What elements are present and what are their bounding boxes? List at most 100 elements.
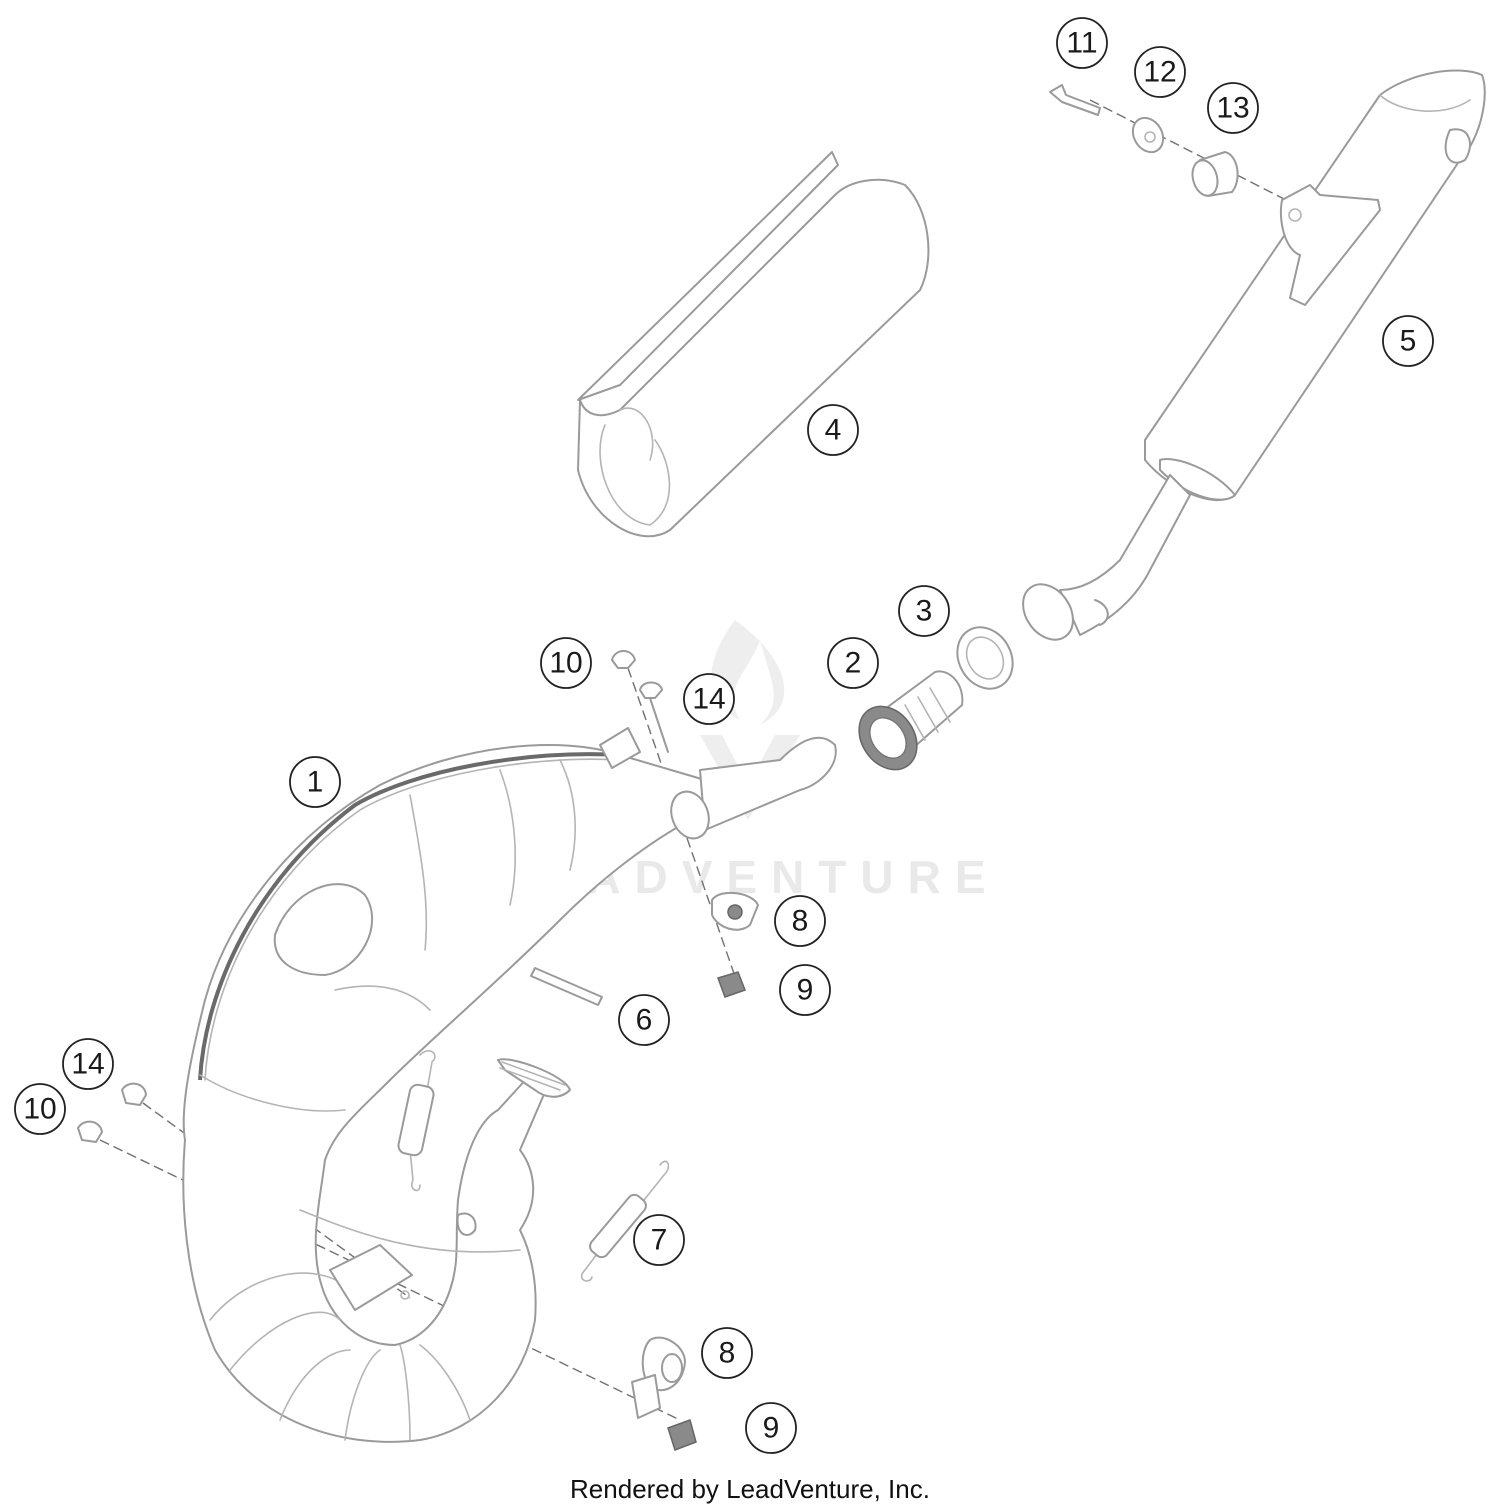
callout-label: 8 (719, 1337, 736, 1370)
silencer-mounting-bracket (1279, 184, 1381, 306)
chamber-section-lines (409, 759, 576, 951)
chamber-outlet-pipe (699, 736, 837, 831)
heat-shield-opening (599, 424, 671, 526)
callout-label: 9 (763, 1412, 780, 1445)
callout-label: 2 (845, 647, 862, 680)
rubber-strip (530, 967, 603, 1006)
callout-circle (1207, 82, 1259, 134)
rubber-mount-8-lower-plate (631, 1374, 661, 1419)
callout-1: 1 (289, 756, 341, 808)
chamber-seam (204, 758, 621, 1081)
nut-9-upper (717, 971, 746, 998)
silencer-link-pipe (1059, 474, 1191, 636)
heat-shield-inner-edge (619, 407, 654, 461)
callout-circle (1134, 46, 1186, 98)
callout-10-lower: 10 (14, 1083, 66, 1135)
silencer-outlet (1444, 128, 1471, 164)
callout-circle (1382, 315, 1434, 367)
callout-circle (683, 673, 735, 725)
callout-label: 5 (1400, 325, 1417, 358)
bolt-10-upper-head (611, 650, 636, 669)
callout-circle (618, 994, 670, 1046)
callout-circle (633, 1214, 685, 1266)
chamber-inlet-ribs (499, 1061, 566, 1091)
washer-12 (1131, 116, 1165, 154)
chamber-lower-band (199, 1074, 346, 1112)
watermark-v-logo (700, 735, 800, 820)
callout-circle (14, 1083, 66, 1135)
seal-ring (956, 626, 1014, 690)
callout-circle (1056, 17, 1108, 69)
spring-lower-coil (589, 1193, 647, 1259)
chamber-cone-sections (209, 1272, 471, 1441)
chamber-weld-strip (198, 752, 621, 1081)
bolt-14-upper-shaft (649, 697, 669, 753)
heat-shield-body (577, 178, 930, 538)
springs (397, 1050, 670, 1282)
callout-8-upper: 8 (774, 895, 826, 947)
callout-circle (540, 637, 592, 689)
sleeve-bore (869, 717, 907, 759)
render-credit: Rendered by LeadVenture, Inc. (570, 1474, 930, 1504)
spring-upper-coil (397, 1083, 435, 1157)
chamber-lower-bracket (329, 1244, 413, 1311)
chamber-mount-contour (334, 985, 431, 1011)
chamber-outlet-clamp (670, 790, 710, 840)
expansion-chamber (182, 727, 837, 1443)
callout-2: 2 (827, 637, 879, 689)
callout-label: 14 (71, 1048, 104, 1081)
silencer-end-cap-line (1379, 94, 1471, 112)
callout-10-upper: 10 (540, 637, 592, 689)
heat-shield-flange (577, 151, 839, 401)
nut-9-lower (667, 1419, 697, 1451)
callout-circle (701, 1327, 753, 1379)
seal-ring-outer (956, 626, 1014, 690)
callout-label: 13 (1216, 92, 1249, 125)
chamber-upper-bracket (599, 727, 641, 769)
sleeve-ribs (904, 687, 951, 741)
washer-12-hole (1144, 131, 1156, 143)
silencer-clip (1094, 599, 1109, 626)
callout-label: 12 (1143, 56, 1176, 89)
callout-12: 12 (1134, 46, 1186, 98)
callout-label: 7 (651, 1224, 668, 1257)
callout-circle (827, 637, 879, 689)
callout-label: 10 (549, 647, 582, 680)
rubber-mount-8-lower-face (661, 1353, 683, 1383)
callout-5: 5 (1382, 315, 1434, 367)
silencer (1022, 69, 1486, 641)
callout-4: 4 (807, 404, 859, 456)
bolt-10-lower-head (77, 1120, 103, 1143)
callout-label: 1 (307, 766, 324, 799)
connection-sleeve (858, 670, 964, 771)
callout-label: 9 (797, 974, 814, 1007)
bolt-14-upper-head (639, 681, 663, 699)
silencer-bracket-hole (1288, 208, 1302, 222)
seal-ring-inner (965, 636, 1005, 680)
leader-silencer-bolt (1089, 99, 1291, 203)
bolt-14-lower-head (121, 1082, 147, 1106)
hardware (77, 84, 1239, 1451)
callout-circle (745, 1402, 797, 1454)
callout-label: 11 (1066, 27, 1097, 60)
callout-label: 3 (916, 595, 933, 628)
silencer-pipe-end (1022, 583, 1074, 641)
callout-label: 4 (825, 414, 842, 447)
callout-8-lower: 8 (701, 1327, 753, 1379)
callout-13: 13 (1207, 82, 1259, 134)
chamber-heat-shield-mount (273, 883, 374, 976)
chamber-spring-hook (456, 1212, 477, 1236)
callout-circle (807, 404, 859, 456)
spring-lower-wire (580, 1160, 670, 1282)
rubber-mount-8-upper-core (727, 904, 743, 920)
callout-circle (62, 1038, 114, 1090)
chamber-lower-bracket-hole (400, 1290, 410, 1300)
callout-circle (898, 585, 950, 637)
grommet-13-face (1191, 159, 1219, 197)
silencer-bolt-11 (1049, 84, 1101, 116)
callout-11: 11 (1056, 17, 1108, 69)
heat-shield-sleeve (577, 151, 930, 538)
callout-3: 3 (898, 585, 950, 637)
callout-circle (774, 895, 826, 947)
